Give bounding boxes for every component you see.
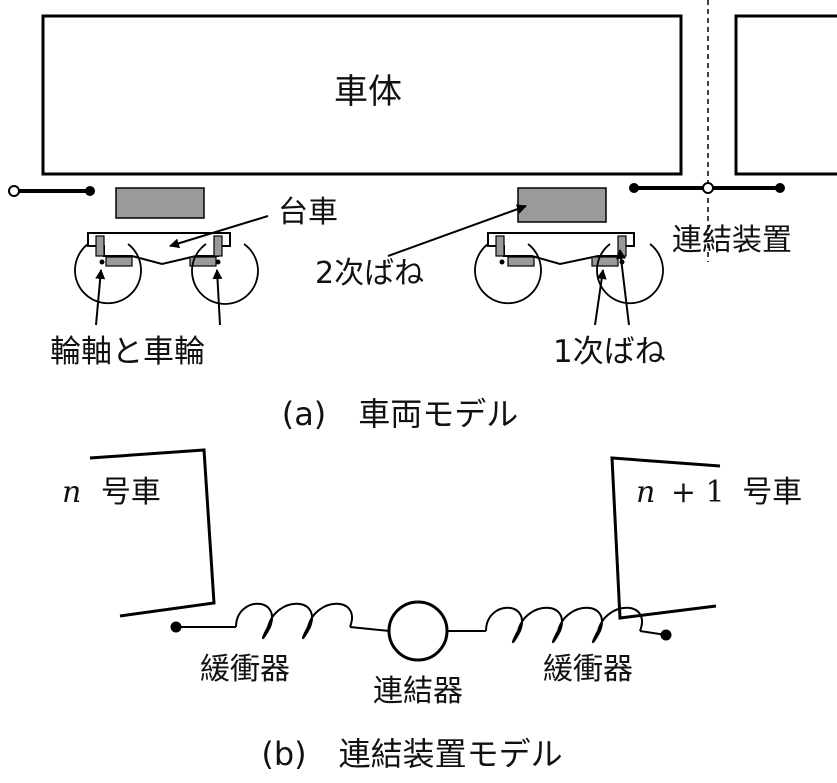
buffer-right-label: 緩衝器 [543,652,633,687]
coupler-label: 連結器 [373,674,463,709]
car-n-variable: n [62,475,81,510]
car-n1-outline [610,456,721,620]
coupler-circle [387,600,449,662]
right-coupling-bar [629,182,785,194]
primary-spring-arrow-right [616,249,630,326]
secondary-spring-block-left [115,187,205,219]
caption-a: (a) 車両モデル [282,395,519,433]
left-bogie [74,187,259,305]
wheelset-arrow-right [212,269,223,326]
bogie-label: 台車 [278,195,338,230]
wheelset-arrow-left [95,269,106,326]
car-n1-suffix: 号車 [742,475,802,510]
bogie-arrow [169,215,269,249]
wheel-left-2 [191,243,259,305]
secondary-spring-block-right [517,187,607,223]
caption-b: (b) 連結装置モデル [261,735,562,773]
car-n1-plus: + 1 [671,475,725,510]
right-bogie [474,187,664,305]
adjacent-car-body [734,14,837,176]
right-buffer-coil [485,606,643,644]
right-end-point [660,629,672,641]
coupling-device-label: 連結装置 [672,223,792,258]
wheelset-label: 輪軸と車輪 [50,334,205,370]
wheel-left-1 [74,243,142,305]
car-n1-label: n + 1 号車 [636,475,802,510]
primary-spring-label: 1次ばね [553,334,666,370]
vehicle-model: 車体 [8,0,837,433]
car-n-label: n 号車 [62,475,161,510]
secondary-spring-arrow [387,204,527,257]
wheel-right-1 [474,243,542,305]
coupling-model: n 号車 n + 1 号車 緩衝器 連結器 緩衝器 (b) 連結装置モデル [62,448,802,773]
left-buffer-coil [235,602,353,640]
buffer-left-label: 緩衝器 [200,652,290,687]
left-coupling-bar [8,185,95,197]
car-n-outline [89,448,216,618]
car-body-label: 車体 [334,72,402,112]
car-n-suffix: 号車 [101,475,161,510]
wheel-right-2 [596,243,664,305]
secondary-spring-label: 2次ばね [315,256,424,291]
car-body [41,14,683,176]
car-n1-variable: n [636,475,655,510]
primary-spring-arrow-left [594,269,607,326]
